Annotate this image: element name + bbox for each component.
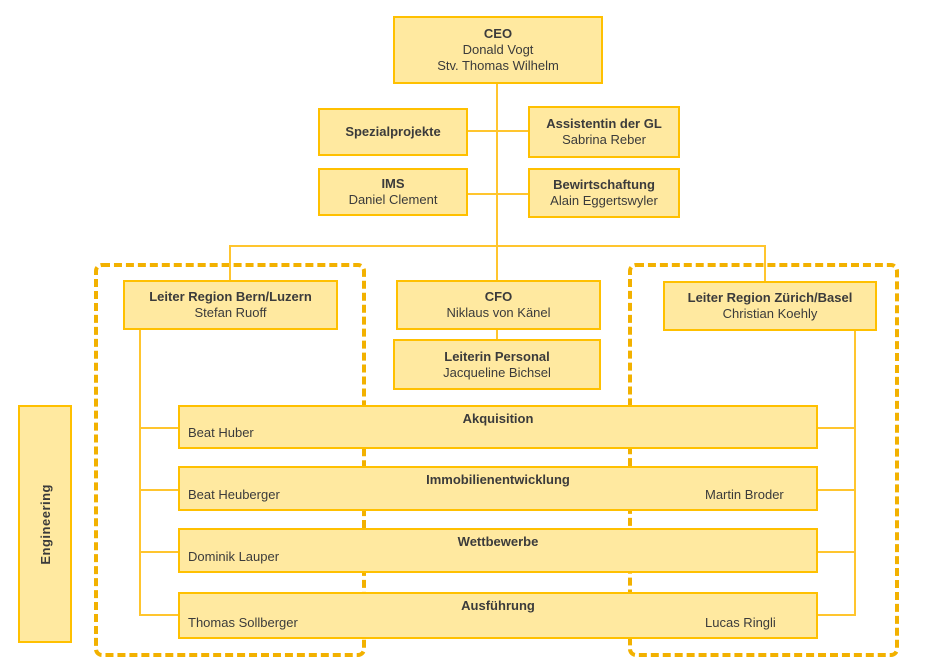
connector-left-stub-1 <box>139 427 179 429</box>
connector-drop-left <box>229 245 231 281</box>
connector-row2-top <box>468 130 528 132</box>
org-box-leiterin-personal: Leiterin Personal Jacqueline Bichsel <box>393 339 601 390</box>
akquisition-title: Akquisition <box>462 411 534 426</box>
bern-name: Stefan Ruoff <box>194 305 267 320</box>
connector-right-rail <box>854 331 856 616</box>
org-box-wettbewerbe: Wettbewerbe Dominik Lauper <box>178 528 818 573</box>
cfo-name: Niklaus von Känel <box>446 305 551 320</box>
org-box-spezialprojekte: Spezialprojekte <box>318 108 468 156</box>
org-box-leiter-bern-luzern: Leiter Region Bern/Luzern Stefan Ruoff <box>123 280 338 330</box>
connector-left-stub-2 <box>139 489 179 491</box>
personal-name: Jacqueline Bichsel <box>443 364 551 380</box>
connector-right-stub-3 <box>817 551 855 553</box>
connector-drop-center <box>496 245 498 281</box>
ausfuehrung-right-name: Lucas Ringli <box>705 615 776 630</box>
org-box-akquisition: Akquisition Beat Huber <box>178 405 818 449</box>
bewirtschaftung-title: Bewirtschaftung <box>553 177 655 192</box>
spezialprojekte-title: Spezialprojekte <box>345 124 441 139</box>
connector-cfo-personal <box>496 330 498 340</box>
org-box-ausfuehrung: Ausführung Thomas Sollberger Lucas Ringl… <box>178 592 818 639</box>
bewirtschaftung-name: Alain Eggertswyler <box>550 193 658 208</box>
connector-left-stub-3 <box>139 551 179 553</box>
engineering-label: Engineering <box>37 483 53 565</box>
region-frame-zuerich-basel <box>628 263 899 657</box>
zuerich-title: Leiter Region Zürich/Basel <box>687 290 853 305</box>
connector-right-stub-4 <box>817 614 855 616</box>
ceo-title: CEO <box>483 26 513 41</box>
ceo-name: Donald Vogt <box>462 42 534 57</box>
immobilienentwicklung-title: Immobilienentwicklung <box>426 472 570 487</box>
org-box-ims: IMS Daniel Clement <box>318 168 468 216</box>
ausfuehrung-title: Ausführung <box>461 598 535 613</box>
immobilienentwicklung-right-name: Martin Broder <box>705 487 784 502</box>
ims-title: IMS <box>381 176 405 191</box>
personal-title: Leiterin Personal <box>444 348 550 364</box>
wettbewerbe-left-name: Dominik Lauper <box>188 549 280 564</box>
akquisition-left-name: Beat Huber <box>188 425 254 440</box>
wettbewerbe-title: Wettbewerbe <box>457 534 539 549</box>
assistentin-name: Sabrina Reber <box>562 132 646 147</box>
connector-ceo-spine <box>496 84 498 245</box>
org-box-immobilienentwicklung: Immobilienentwicklung Beat Heuberger Mar… <box>178 466 818 511</box>
connector-drop-right <box>764 245 766 282</box>
bern-title: Leiter Region Bern/Luzern <box>149 289 312 304</box>
org-box-engineering: Engineering <box>18 405 72 643</box>
org-box-cfo: CFO Niklaus von Känel <box>396 280 601 330</box>
assistentin-title: Assistentin der GL <box>546 116 662 131</box>
connector-left-stub-4 <box>139 614 179 616</box>
cfo-title: CFO <box>484 289 513 304</box>
ceo-deputy: Stv. Thomas Wilhelm <box>437 58 559 73</box>
connector-right-stub-2 <box>817 489 855 491</box>
immobilienentwicklung-left-name: Beat Heuberger <box>188 487 280 502</box>
org-box-bewirtschaftung: Bewirtschaftung Alain Eggertswyler <box>528 168 680 218</box>
org-box-leiter-zuerich-basel: Leiter Region Zürich/Basel Christian Koe… <box>663 281 877 331</box>
connector-row2-bottom <box>468 193 528 195</box>
org-box-ceo: CEO Donald Vogt Stv. Thomas Wilhelm <box>393 16 603 84</box>
zuerich-name: Christian Koehly <box>722 306 818 321</box>
connector-right-stub-1 <box>817 427 855 429</box>
ausfuehrung-left-name: Thomas Sollberger <box>188 615 298 630</box>
connector-left-rail <box>139 330 141 616</box>
ims-name: Daniel Clement <box>348 192 438 207</box>
org-box-assistentin-gl: Assistentin der GL Sabrina Reber <box>528 106 680 158</box>
